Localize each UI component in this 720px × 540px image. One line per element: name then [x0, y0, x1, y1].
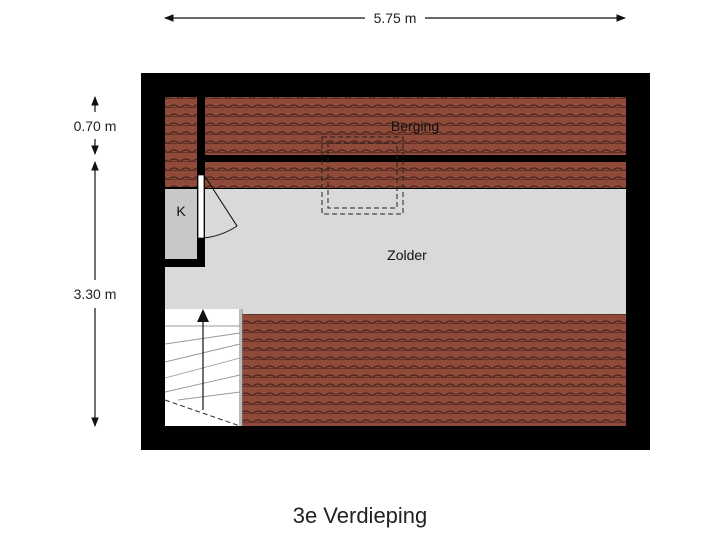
dimension-berging-height: 0.70 m [74, 96, 117, 155]
kast-door [197, 174, 205, 239]
kast-wall-bottom [162, 259, 205, 267]
berging-roof-area [165, 97, 626, 157]
dimension-zolder-height: 3.30 m [74, 161, 117, 427]
roof-strip [205, 162, 626, 188]
floor-title: 3e Verdieping [292, 503, 428, 528]
room-label-berging: Berging [391, 118, 439, 134]
zolder-floor [165, 189, 626, 314]
dimension-width: 5.75 m [164, 10, 626, 26]
roof-hatch [321, 136, 404, 215]
stairs-up-arrow-icon [197, 309, 209, 322]
roof-lower-right [242, 314, 626, 426]
staircase [164, 309, 243, 427]
door-swing [203, 174, 238, 239]
dimension-berging-label: 0.70 m [74, 118, 117, 134]
partition-wall-horizontal [197, 155, 626, 162]
roof-left-column [165, 97, 197, 187]
room-label-kast: K [176, 203, 186, 219]
partition-wall-vertical [197, 97, 205, 167]
dimension-zolder-label: 3.30 m [74, 286, 117, 302]
room-label-zolder: Zolder [387, 247, 427, 263]
kast-floor [165, 189, 197, 259]
dimension-width-label: 5.75 m [374, 10, 417, 26]
